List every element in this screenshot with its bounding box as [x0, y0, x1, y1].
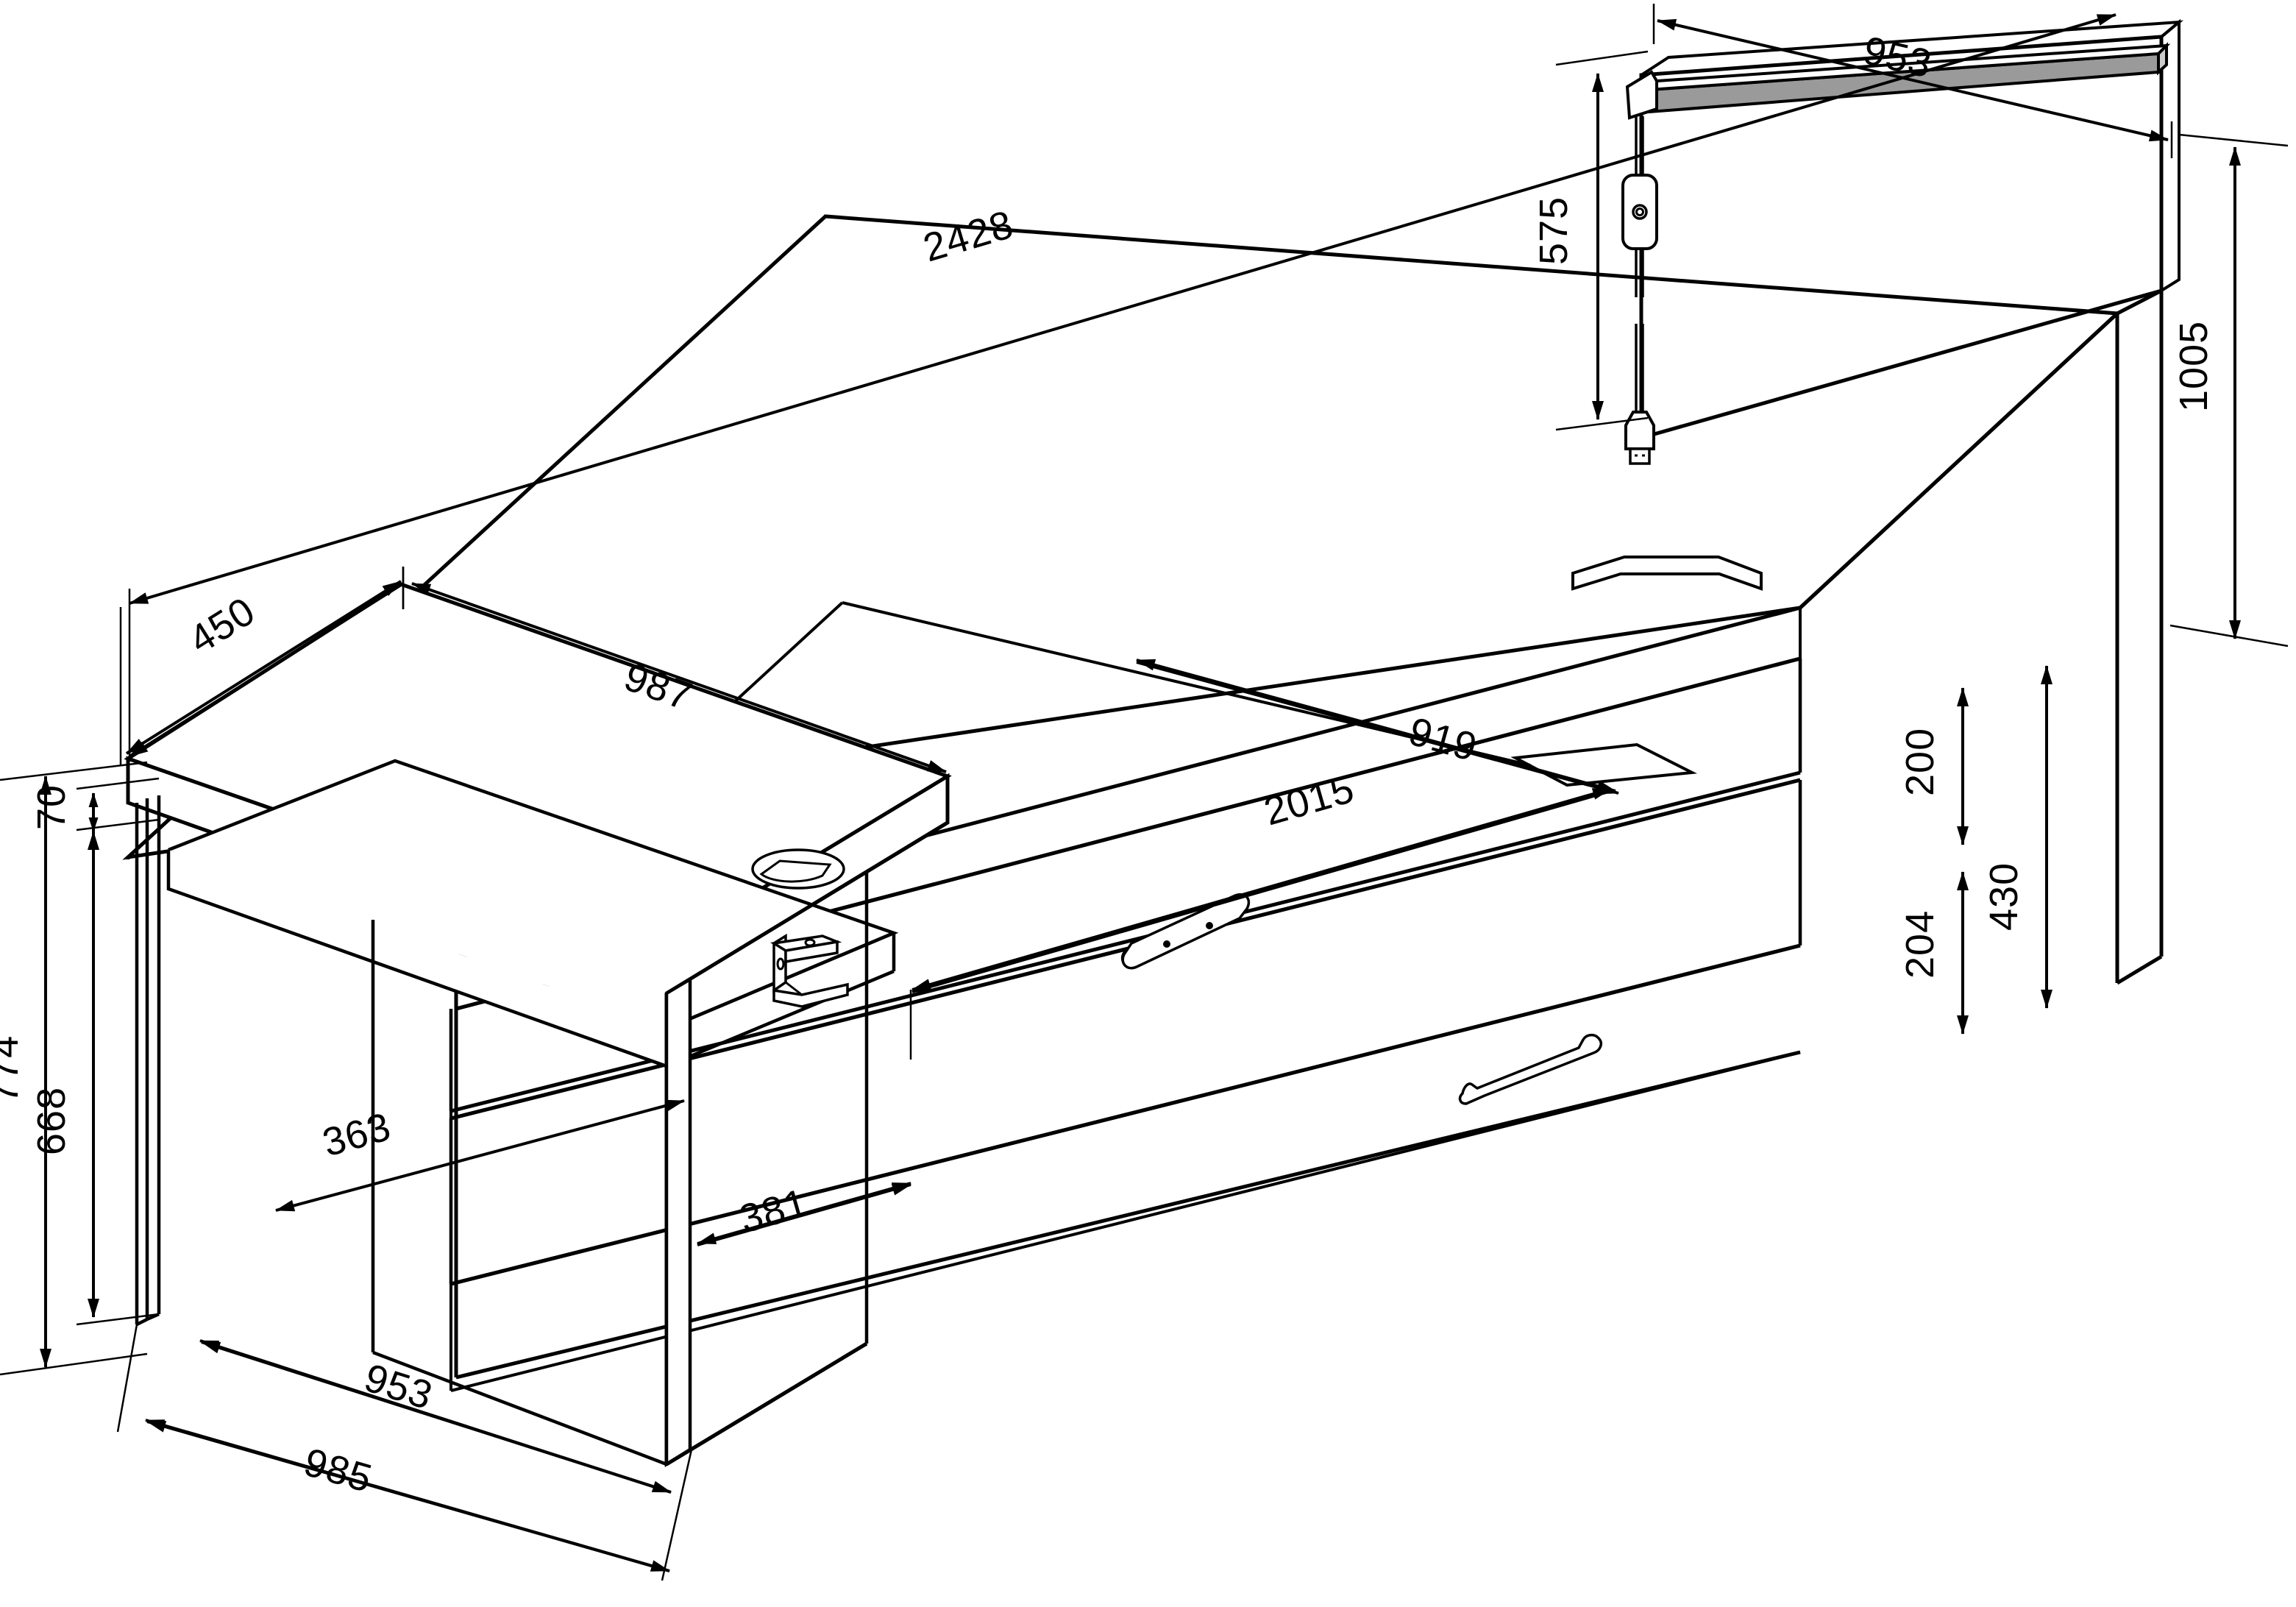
dim-label-953-desk: 953 — [359, 1355, 438, 1418]
safety-rail-bracket — [1571, 556, 1763, 591]
dim-label-70: 70 — [29, 784, 74, 830]
dim-label-381: 381 — [735, 1180, 813, 1241]
dim-668 — [76, 831, 160, 1326]
dim-label-668: 668 — [29, 1087, 74, 1155]
inline-rocker-switch[interactable] — [1621, 174, 1658, 250]
dim-953-headboard — [1652, 4, 2173, 158]
dim-label-363: 363 — [318, 1104, 396, 1166]
dim-985-arrow2 — [146, 1420, 670, 1572]
dim-label-200: 200 — [1898, 728, 1942, 796]
desk-cable-grommet — [751, 848, 845, 890]
led-light-strip — [1625, 42, 2171, 120]
headphone-hook — [770, 933, 849, 1008]
dim-label-774: 774 — [0, 1035, 26, 1104]
dim-774 — [0, 761, 148, 1376]
dim-70 — [76, 777, 160, 832]
dim-450-arrow2 — [128, 583, 402, 758]
dim-953-desk-arrow2 — [201, 1341, 672, 1494]
desk — [124, 582, 952, 1468]
dim-919-arrow2 — [1136, 661, 1619, 795]
slat-support-bracket — [1120, 893, 1251, 970]
dim-label-430: 430 — [1982, 862, 2026, 931]
dim-987 — [402, 567, 947, 773]
dim-381-arrow2 — [697, 1183, 911, 1246]
headboard — [1639, 18, 2184, 441]
dim-label-1005: 1005 — [2172, 321, 2216, 412]
dim-label-919: 919 — [1404, 709, 1482, 770]
dim-2015 — [909, 787, 1612, 1060]
bed-end-panel — [1799, 288, 2164, 985]
dim-label-204: 204 — [1898, 910, 1942, 979]
dim-label-450: 450 — [182, 589, 263, 662]
dim-label-575: 575 — [1532, 196, 1576, 265]
dim-label-985: 985 — [299, 1440, 377, 1501]
dim-2428 — [128, 13, 2116, 762]
dim-919 — [1136, 659, 1616, 792]
dim-1005 — [2169, 133, 2289, 648]
usb-plug — [1624, 411, 1655, 465]
dim-575 — [1555, 50, 1649, 431]
dim-label-2428: 2428 — [918, 202, 1018, 271]
dim-363 — [275, 1099, 685, 1212]
trundle-drawer-handle[interactable] — [1458, 1033, 1602, 1105]
dim-label-2015: 2015 — [1259, 767, 1360, 834]
dim-2015-arrow2 — [911, 790, 1612, 993]
